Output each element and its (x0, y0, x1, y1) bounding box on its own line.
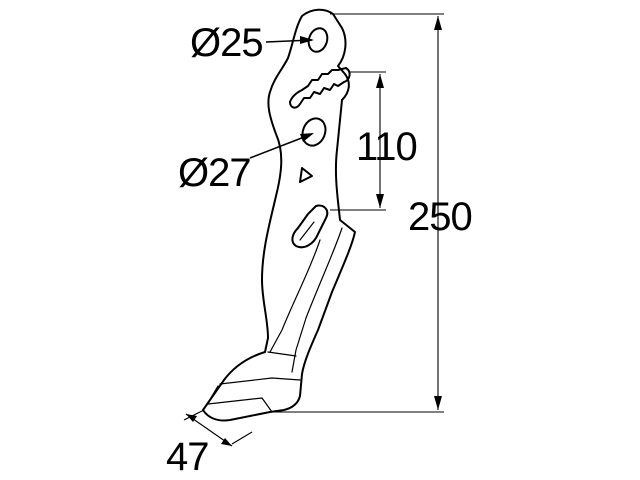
ext-line-47-a (183, 409, 205, 421)
blade-tip-edge (205, 385, 219, 407)
label-250: 250 (408, 195, 472, 239)
hole-small (307, 27, 329, 53)
hole-large (301, 117, 327, 147)
label-d25: Ø25 (190, 21, 263, 65)
tine-outline (202, 8, 356, 422)
triangular-cutout (299, 167, 313, 183)
label-110: 110 (356, 125, 417, 169)
dimension-d25: Ø25 (190, 21, 314, 65)
ext-line-47-b (231, 431, 253, 445)
blade-twist-line-1 (269, 239, 321, 353)
dimension-d27: Ø27 (178, 133, 314, 195)
dimension-47: 47 (166, 409, 253, 479)
blade-tip-face-lower (207, 397, 273, 413)
dimension-250: 250 (272, 13, 473, 413)
arrow-110-top (376, 74, 384, 88)
arrow-47-b (221, 438, 232, 446)
arrow-d27 (300, 133, 314, 142)
blade-twist-line-2 (291, 227, 343, 373)
lower-slot (291, 204, 329, 249)
arrow-47-a (186, 414, 197, 422)
dimension-110: 110 (330, 71, 418, 211)
blade-tip-face-upper (219, 377, 301, 385)
lower-slot-inner (299, 221, 315, 241)
label-d27: Ø27 (178, 151, 251, 195)
tine-part (202, 8, 356, 422)
blade-twist-line-3 (267, 351, 297, 357)
arrow-110-bottom (376, 194, 384, 208)
label-47: 47 (166, 435, 209, 479)
arrow-d25 (300, 36, 314, 44)
serrated-slot (289, 67, 351, 109)
arrow-250-top (434, 16, 442, 30)
arrow-250-bottom (434, 396, 442, 410)
